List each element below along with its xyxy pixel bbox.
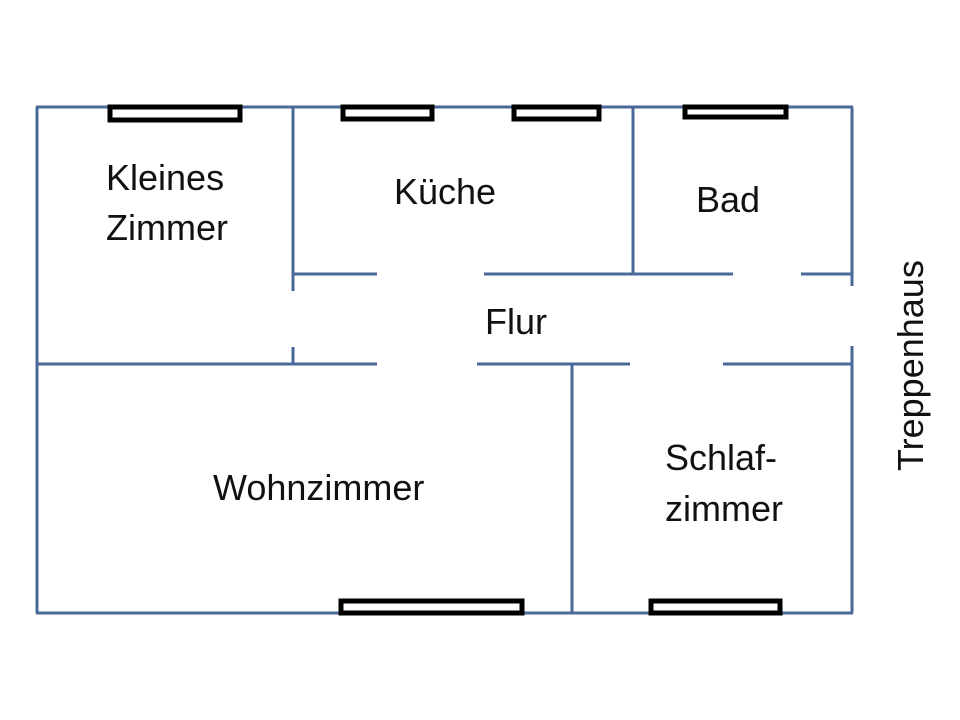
window-bad [682, 104, 789, 120]
label-schlafzimmer-line2: zimmer [665, 488, 783, 529]
window-kueche-2 [511, 104, 602, 122]
window-kleines-zimmer [107, 104, 243, 123]
window-schlafzimmer [648, 598, 783, 616]
label-flur: Flur [485, 301, 547, 342]
window-kueche-1 [340, 104, 435, 122]
label-schlafzimmer-line1: Schlaf- [665, 437, 777, 478]
label-kleines-zimmer-line1: Kleines [106, 157, 224, 198]
label-wohnzimmer: Wohnzimmer [213, 467, 424, 508]
label-kleines-zimmer-line2: Zimmer [106, 207, 228, 248]
room-labels: Kleines Zimmer Küche Bad Flur Wohnzimmer… [106, 157, 931, 529]
inner-walls [37, 107, 852, 613]
label-kueche: Küche [394, 171, 496, 212]
window-wohnzimmer [338, 598, 525, 616]
windows [107, 104, 789, 616]
label-bad: Bad [696, 179, 760, 220]
label-treppenhaus: Treppenhaus [890, 260, 931, 471]
